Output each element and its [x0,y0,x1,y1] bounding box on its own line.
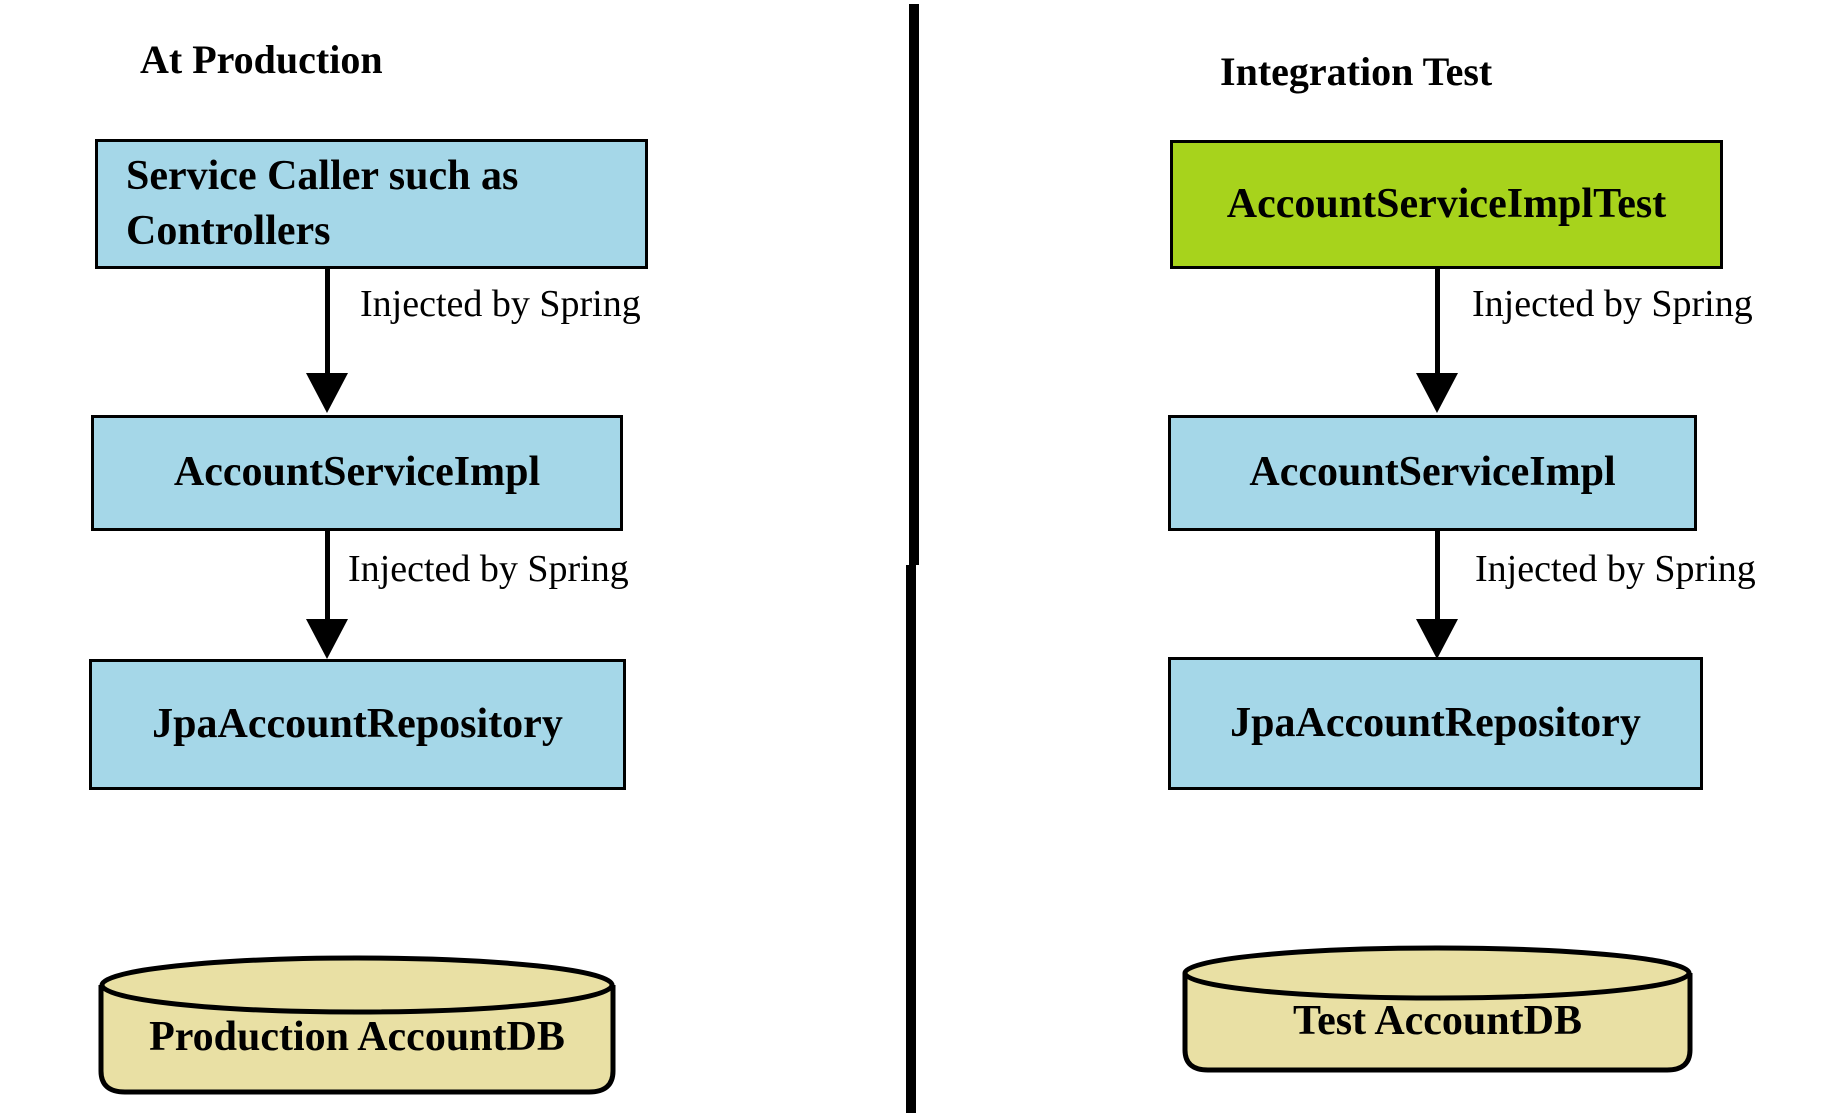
node-account-service-impl-test: AccountServiceImplTest [1170,140,1723,269]
column-divider-bottom [906,565,916,1113]
arrow-line [325,269,330,374]
node-jpa-account-repository: JpaAccountRepository [1168,657,1703,790]
arrowhead-icon [1416,619,1458,659]
column-title-integration-test: Integration Test [1220,49,1493,94]
node-jpa-account-repository-label: JpaAccountRepository [152,700,563,747]
arrow-line [325,531,330,620]
node-account-service-impl: AccountServiceImpl [91,415,623,531]
database-cylinder-icon [1182,945,1693,1073]
arrowhead-icon [306,619,348,659]
node-account-service-impl-label: AccountServiceImpl [173,449,541,496]
arrowhead-icon [1416,373,1458,413]
database-test-accountdb: Test AccountDB [1181,945,1694,1073]
edge-label-injected-by-spring: Injected by Spring [360,283,641,325]
node-service-caller-label: Service Caller such as Controllers [126,152,519,254]
node-jpa-account-repository-label: JpaAccountRepository [1230,699,1641,746]
arrow-line [1435,269,1440,374]
node-account-service-impl-label: AccountServiceImpl [1249,449,1616,496]
node-jpa-account-repository: JpaAccountRepository [89,659,626,790]
column-title-production: At Production [140,37,383,82]
node-service-caller: Service Caller such as Controllers [95,139,648,269]
column-divider-top [909,4,919,565]
arrow-line [1435,531,1440,620]
database-production-label: Production AccountDB [149,1014,565,1060]
edge-label-injected-by-spring: Injected by Spring [1472,283,1753,325]
database-production-accountdb: Production AccountDB [97,955,617,1095]
edge-label-injected-by-spring: Injected by Spring [1475,548,1756,590]
database-test-label: Test AccountDB [1293,998,1582,1044]
arrowhead-icon [306,373,348,413]
node-account-service-impl: AccountServiceImpl [1168,415,1697,531]
edge-label-injected-by-spring: Injected by Spring [348,548,629,590]
node-account-service-impl-test-label: AccountServiceImplTest [1226,180,1667,227]
database-cylinder-icon [98,955,616,1095]
